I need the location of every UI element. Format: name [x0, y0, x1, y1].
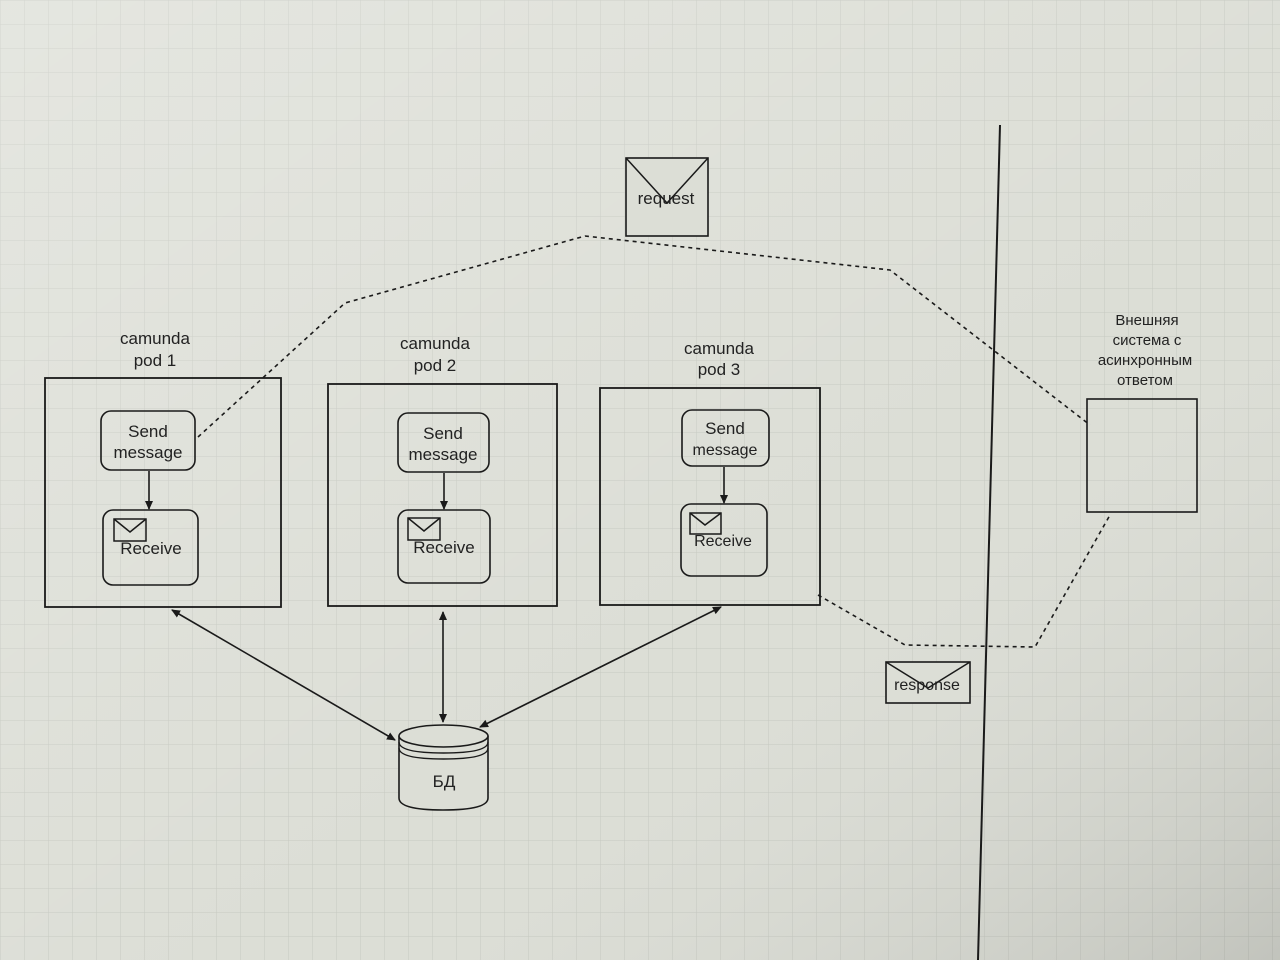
- response-message[interactable]: response: [885, 661, 971, 704]
- send-label-line1: Send: [705, 419, 745, 438]
- envelope-icon: [885, 661, 971, 689]
- receive-label: Receive: [120, 539, 181, 558]
- send-label-line2: message: [693, 442, 758, 459]
- db-link-pod-1: [171, 609, 396, 741]
- pod-title-line1: camunda: [400, 334, 470, 353]
- receive-label: Receive: [413, 538, 474, 557]
- receive-task[interactable]: Receive: [102, 509, 199, 586]
- external-label-line4: ответом: [1117, 372, 1173, 389]
- database-label: БД: [433, 772, 456, 791]
- external-label-line1: Внешняя: [1115, 312, 1178, 329]
- send-label-line2: message: [114, 443, 183, 462]
- pod-container: [599, 387, 821, 606]
- envelope-icon: [625, 157, 709, 205]
- envelope-icon: [407, 517, 441, 541]
- envelope-icon: [689, 512, 722, 535]
- external-system: Внешняя система с асинхронным ответом: [1086, 312, 1198, 513]
- response-label: response: [894, 677, 960, 694]
- pod-title-line2: pod 2: [414, 356, 457, 375]
- send-label-line2: message: [409, 445, 478, 464]
- response-route-dotted: [817, 514, 1111, 648]
- pod-1: camunda pod 1 Send message Receive: [44, 329, 282, 608]
- system-boundary-line: [977, 124, 1001, 960]
- pod-title-line2: pod 1: [134, 351, 177, 370]
- request-label: request: [638, 189, 695, 208]
- pod-3: camunda pod 3 Send message Receive: [599, 339, 821, 606]
- pod-title-line1: camunda: [120, 329, 190, 348]
- envelope-icon: [113, 518, 147, 542]
- send-message-task[interactable]: Send message: [681, 409, 770, 467]
- request-message[interactable]: request: [625, 157, 709, 237]
- receive-label: Receive: [694, 533, 752, 550]
- database-icon: [398, 736, 489, 811]
- pod-2: camunda pod 2 Send message Receive: [327, 334, 558, 607]
- pod-title-line2: pod 3: [698, 360, 741, 379]
- send-message-task[interactable]: Send message: [397, 412, 490, 473]
- external-system-box[interactable]: [1086, 398, 1198, 513]
- send-label-line1: Send: [128, 422, 168, 441]
- request-route-dotted: [197, 235, 1091, 438]
- pod-container: [44, 377, 282, 608]
- receive-task[interactable]: Receive: [397, 509, 491, 584]
- pod-container: [327, 383, 558, 607]
- db-link-pod-3: [479, 606, 722, 728]
- pod-title-line1: camunda: [684, 339, 754, 358]
- send-message-task[interactable]: Send message: [100, 410, 196, 471]
- receive-task[interactable]: Receive: [680, 503, 768, 577]
- database[interactable]: БД: [398, 724, 489, 811]
- external-label-line2: система с: [1113, 332, 1182, 349]
- external-label-line3: асинхронным: [1098, 352, 1192, 369]
- send-label-line1: Send: [423, 424, 463, 443]
